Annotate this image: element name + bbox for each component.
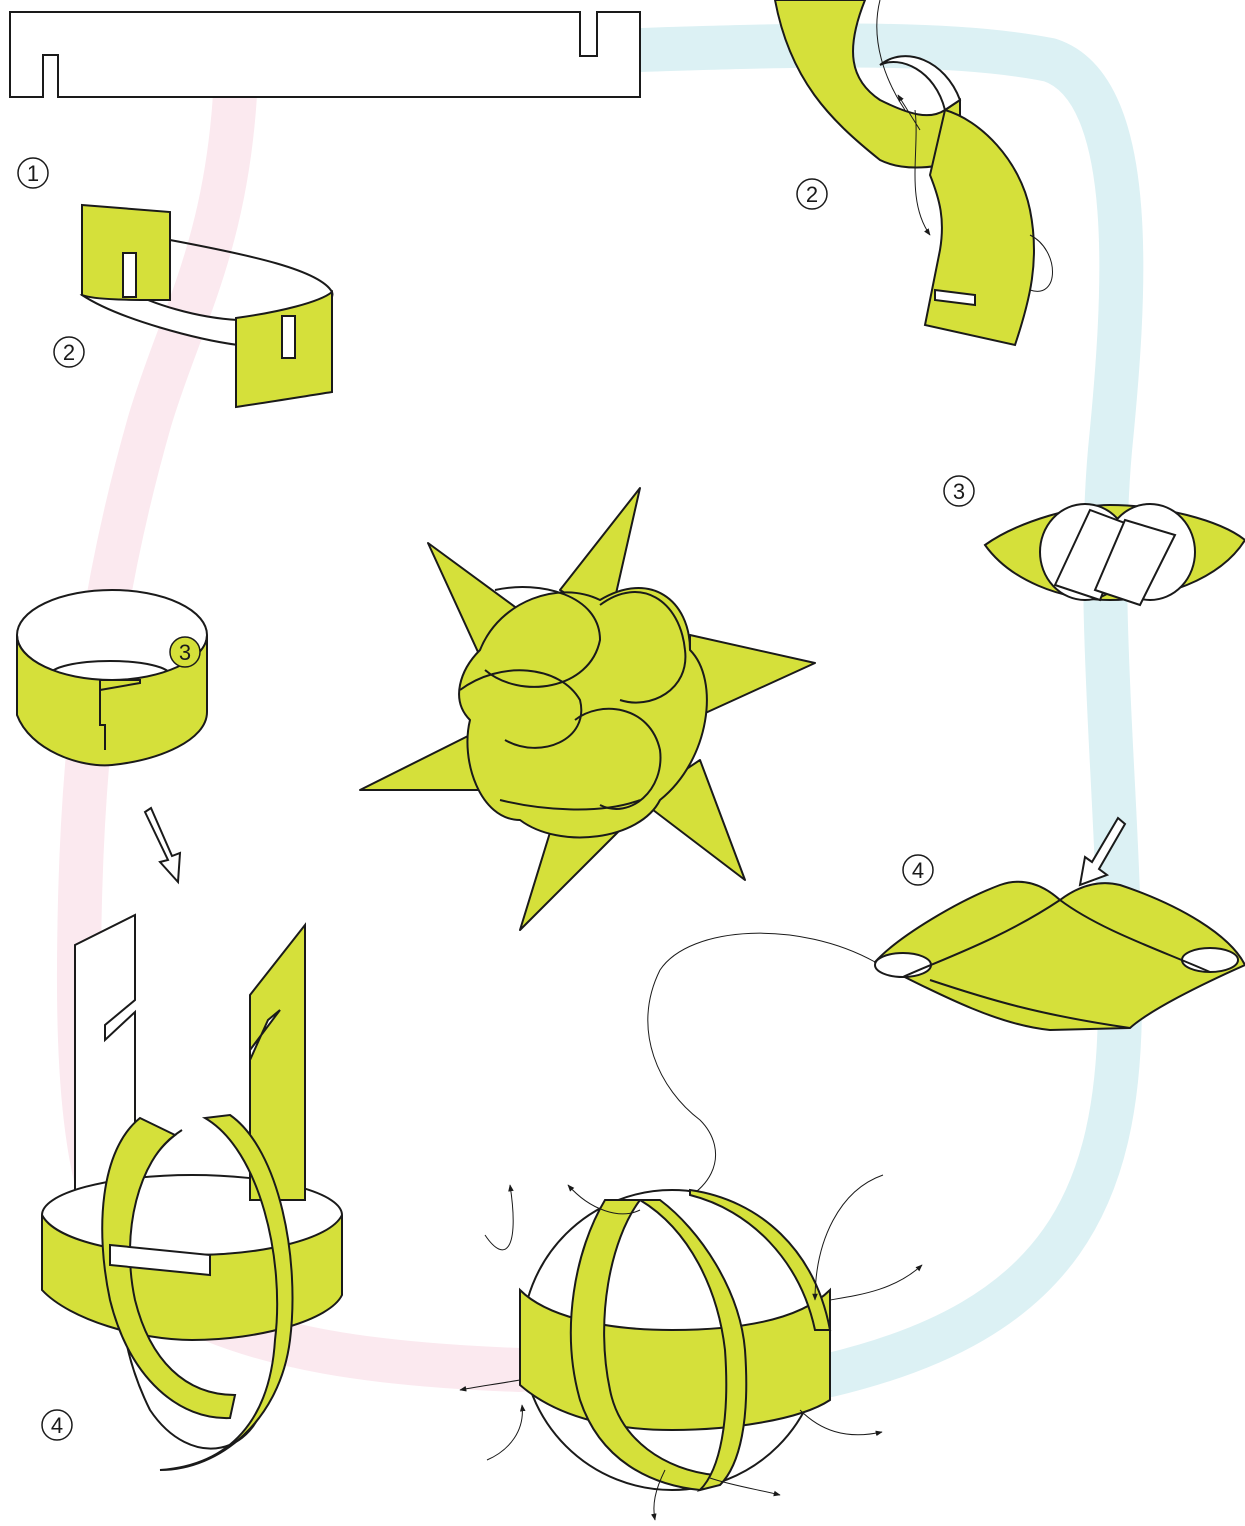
svg-text:3: 3 [179, 640, 191, 665]
step-marker-left-2: 2 [54, 337, 84, 367]
cage-step-4 [42, 915, 342, 1470]
svg-text:2: 2 [806, 182, 818, 207]
step-marker-right-3: 3 [944, 476, 974, 506]
woven-sphere [520, 1190, 830, 1490]
step-marker-left-1: 1 [18, 158, 48, 188]
flattened-twist-step-4 [875, 882, 1245, 1030]
finished-star [360, 488, 815, 930]
step-marker-right-4: 4 [903, 855, 933, 885]
ring-step-3 [17, 590, 207, 765]
svg-text:4: 4 [51, 1413, 63, 1438]
woven-pair-step-3 [985, 504, 1245, 605]
step-marker-left-4: 4 [42, 1410, 72, 1440]
svg-text:4: 4 [912, 858, 924, 883]
svg-text:1: 1 [27, 161, 39, 186]
svg-text:2: 2 [63, 340, 75, 365]
flat-paper-strip [10, 12, 640, 97]
step-marker-left-3: 3 [170, 637, 200, 667]
thread-line [640, 933, 875, 1215]
arrow-down-left-icon [145, 808, 180, 882]
step-marker-right-2: 2 [797, 179, 827, 209]
svg-text:3: 3 [953, 479, 965, 504]
